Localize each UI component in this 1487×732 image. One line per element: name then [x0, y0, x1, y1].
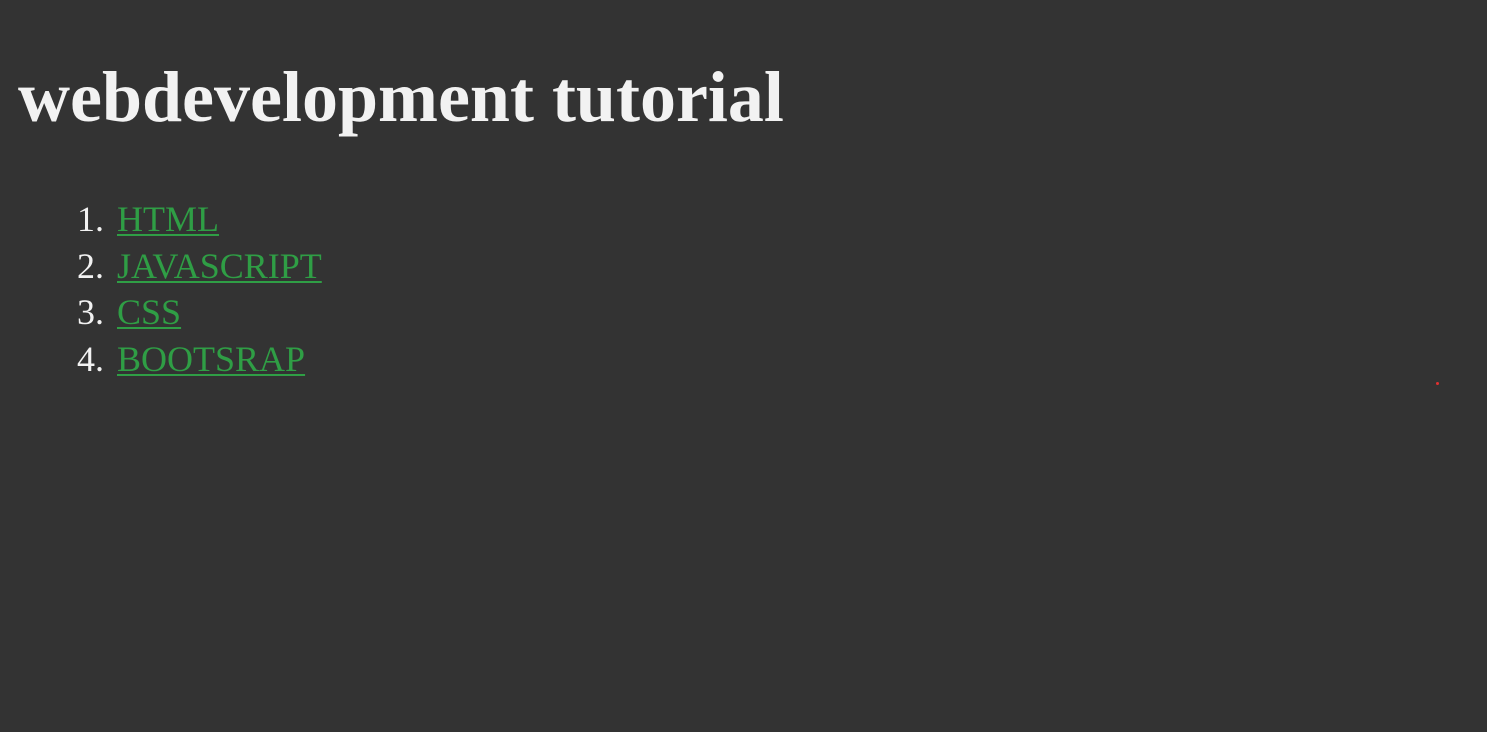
topic-list: 1. HTML 2. JAVASCRIPT 3. CSS 4. BOOTSRAP	[77, 196, 322, 382]
list-item-css: 3. CSS	[77, 289, 322, 336]
css-link[interactable]: CSS	[117, 292, 182, 332]
html-link[interactable]: HTML	[117, 199, 219, 239]
red-dot-marker	[1436, 382, 1439, 385]
list-number: 1.	[77, 199, 104, 239]
list-number: 2.	[77, 245, 104, 286]
bootsrap-link[interactable]: BOOTSRAP	[117, 338, 306, 379]
javascript-link[interactable]: JAVASCRIPT	[117, 245, 322, 286]
list-number: 3.	[77, 292, 104, 332]
page-title: webdevelopment tutorial	[18, 57, 784, 137]
list-item-html: 1. HTML	[77, 196, 322, 243]
list-item-bootsrap: 4. BOOTSRAP	[77, 336, 322, 383]
list-item-javascript: 2. JAVASCRIPT	[77, 243, 322, 290]
list-number: 4.	[77, 338, 104, 379]
